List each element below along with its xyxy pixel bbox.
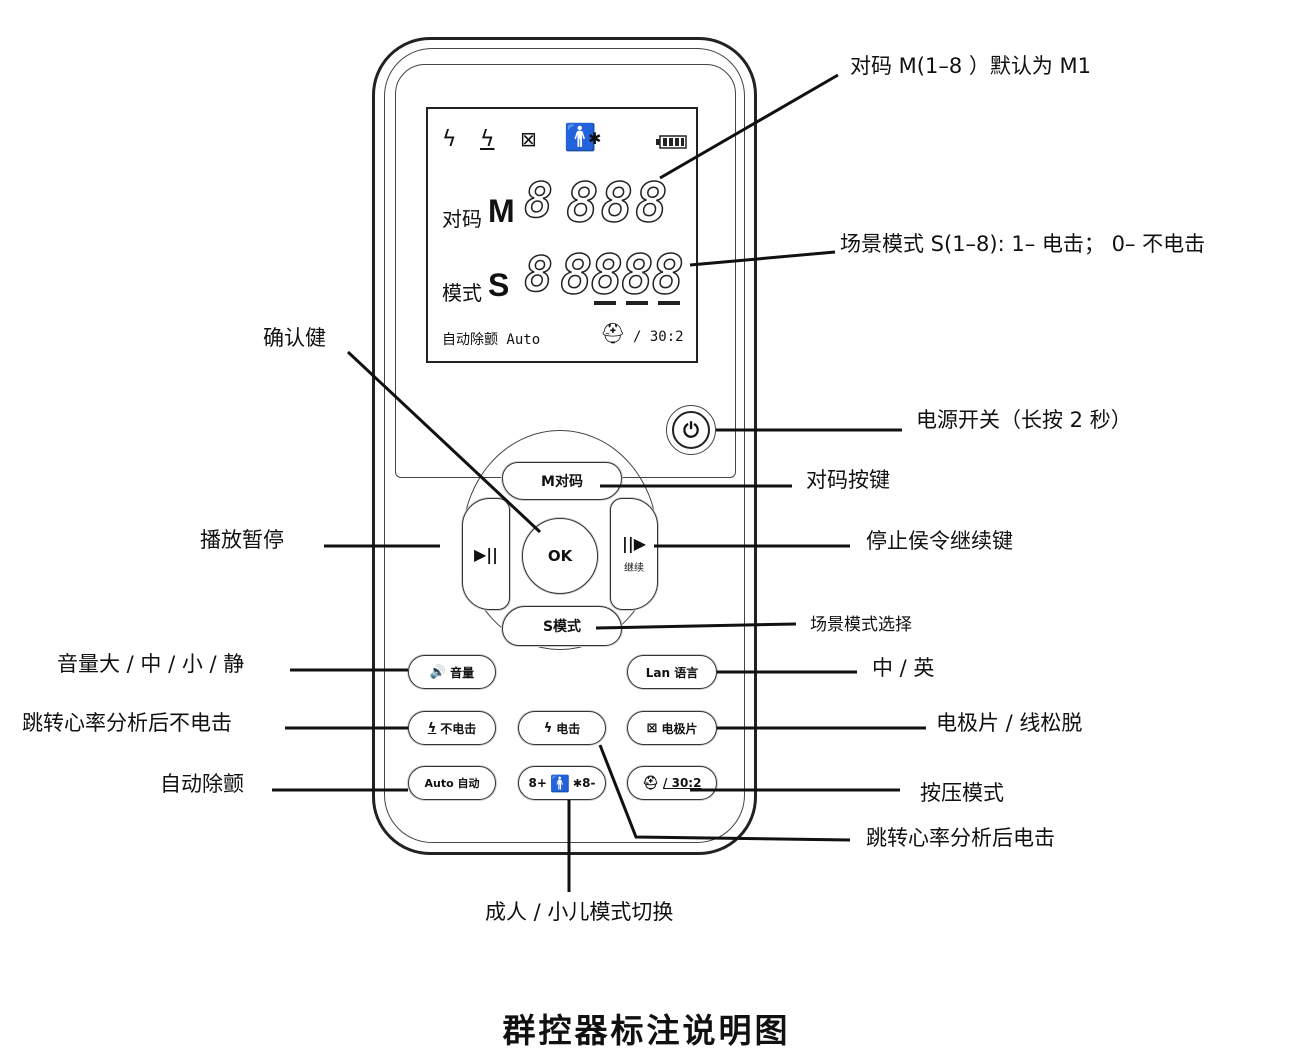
auto-button[interactable]: Auto 自动 [408, 766, 496, 800]
line-scene-mode [689, 250, 836, 267]
annotation-scene-select: 场景模式选择 [810, 615, 912, 635]
mode-underline-2 [626, 301, 648, 305]
annotation-skip-shock: 跳转心率分析后电击 [866, 826, 1055, 850]
power-button-ring [666, 405, 716, 455]
play-pause-button[interactable]: ▶|| [462, 498, 510, 610]
mode-letter: S [488, 267, 510, 303]
lcd-display: ϟ ϟ ⊠ 🚹 ✱ 对码 M 8 888 模式 S 8 8888 自动除颤 Au… [426, 107, 698, 363]
line-shock [598, 744, 851, 842]
cpr-icon: ⛑ [600, 321, 626, 345]
no-shock-button[interactable]: ϟ 不电击 [408, 711, 496, 745]
annotation-lang: 中 / 英 [872, 656, 935, 680]
mode-button[interactable]: S模式 [502, 606, 622, 646]
adult-child-button[interactable]: 8+ 🚹 ✱ 8- [518, 766, 606, 800]
lcd-ratio-text: / 30:2 [633, 329, 684, 345]
lightning-underline-icon: ϟ [427, 720, 437, 736]
annotation-electrode: 电极片 / 线松脱 [936, 711, 1083, 735]
electrode-icon: ⊠ [646, 720, 658, 736]
press-mode-button[interactable]: ⛑ / 30:2 [627, 766, 717, 800]
remote-inner-outline [384, 48, 745, 843]
pair-letter: M [488, 193, 515, 229]
annotation-pair-key: 对码按键 [806, 468, 890, 492]
line-pair-code [659, 73, 839, 180]
mode-label: 模式 [442, 281, 482, 305]
shock-label: 电击 [556, 721, 581, 736]
annotation-stop-resume: 停止侯令继续键 [866, 529, 1013, 553]
pair-button[interactable]: M对码 [502, 462, 622, 500]
pair-label: 对码 [442, 207, 482, 231]
line-scene-select [595, 622, 797, 630]
pair-digit-single: 8 [523, 172, 555, 230]
volume-label: 音量 [450, 665, 475, 680]
diagram-title: 群控器标注说明图 [502, 1011, 791, 1050]
volume-button[interactable]: 🔊 音量 [408, 655, 496, 689]
adult-child-left: 8+ [528, 776, 547, 790]
lightning-icon: ϟ [543, 720, 553, 736]
mode-underline-1 [594, 301, 616, 305]
annotation-adult-child: 成人 / 小儿模式切换 [485, 900, 674, 924]
speaker-icon: 🔊 [429, 664, 447, 680]
annotation-play-pause: 播放暂停 [200, 528, 284, 552]
power-icon: ⏻ [683, 418, 699, 442]
resume-button[interactable]: ||▶ 继续 [610, 498, 658, 610]
annotation-confirm: 确认健 [263, 326, 326, 350]
lcd-auto-text: 自动除颤 Auto [442, 332, 541, 348]
language-button[interactable]: Lan 语言 [627, 655, 717, 689]
lightning-icon: ϟ [442, 127, 457, 152]
shock-button[interactable]: ϟ 电击 [518, 711, 606, 745]
power-button[interactable]: ⏻ [672, 411, 710, 449]
annotation-compress: 按压模式 [920, 781, 1004, 805]
child-icon: ✱ [572, 776, 583, 790]
adult-icon: 🚹 [549, 773, 570, 793]
line-confirm [346, 350, 542, 534]
ok-button[interactable]: OK [522, 518, 598, 594]
mode-underline-3 [658, 301, 680, 305]
resume-icon: ||▶ [622, 534, 646, 553]
annotation-volume: 音量大 / 中 / 小 / 静 [57, 652, 245, 676]
electrode-label: 电极片 [661, 721, 698, 736]
no-shock-label: 不电击 [440, 721, 477, 736]
cpr-icon: ⛑ [642, 775, 660, 791]
electrode-icon: ⊠ [520, 127, 537, 151]
press-mode-label: / 30:2 [663, 776, 702, 790]
annotation-scene-mode: 场景模式 S(1–8): 1– 电击； 0– 不电击 [840, 232, 1206, 256]
annotation-skip-no-shock: 跳转心率分析后不电击 [22, 711, 232, 735]
mode-digit-single: 8 [523, 246, 555, 304]
pair-digits: 888 [565, 170, 670, 235]
mode-digits: 8888 [559, 242, 685, 307]
annotation-auto-defib: 自动除颤 [160, 772, 244, 796]
electrode-button[interactable]: ⊠ 电极片 [627, 711, 717, 745]
annotation-power: 电源开关（长按 2 秒） [916, 408, 1132, 432]
lightning-underline-icon: ϟ [480, 127, 495, 152]
adult-icon: 🚹 [564, 123, 597, 153]
adult-child-right: 8- [582, 776, 596, 790]
annotation-pair-code: 对码 M(1–8 ）默认为 M1 [850, 54, 1092, 78]
battery-icon [656, 135, 687, 149]
resume-label: 继续 [624, 563, 644, 574]
child-icon: ✱ [588, 129, 602, 148]
